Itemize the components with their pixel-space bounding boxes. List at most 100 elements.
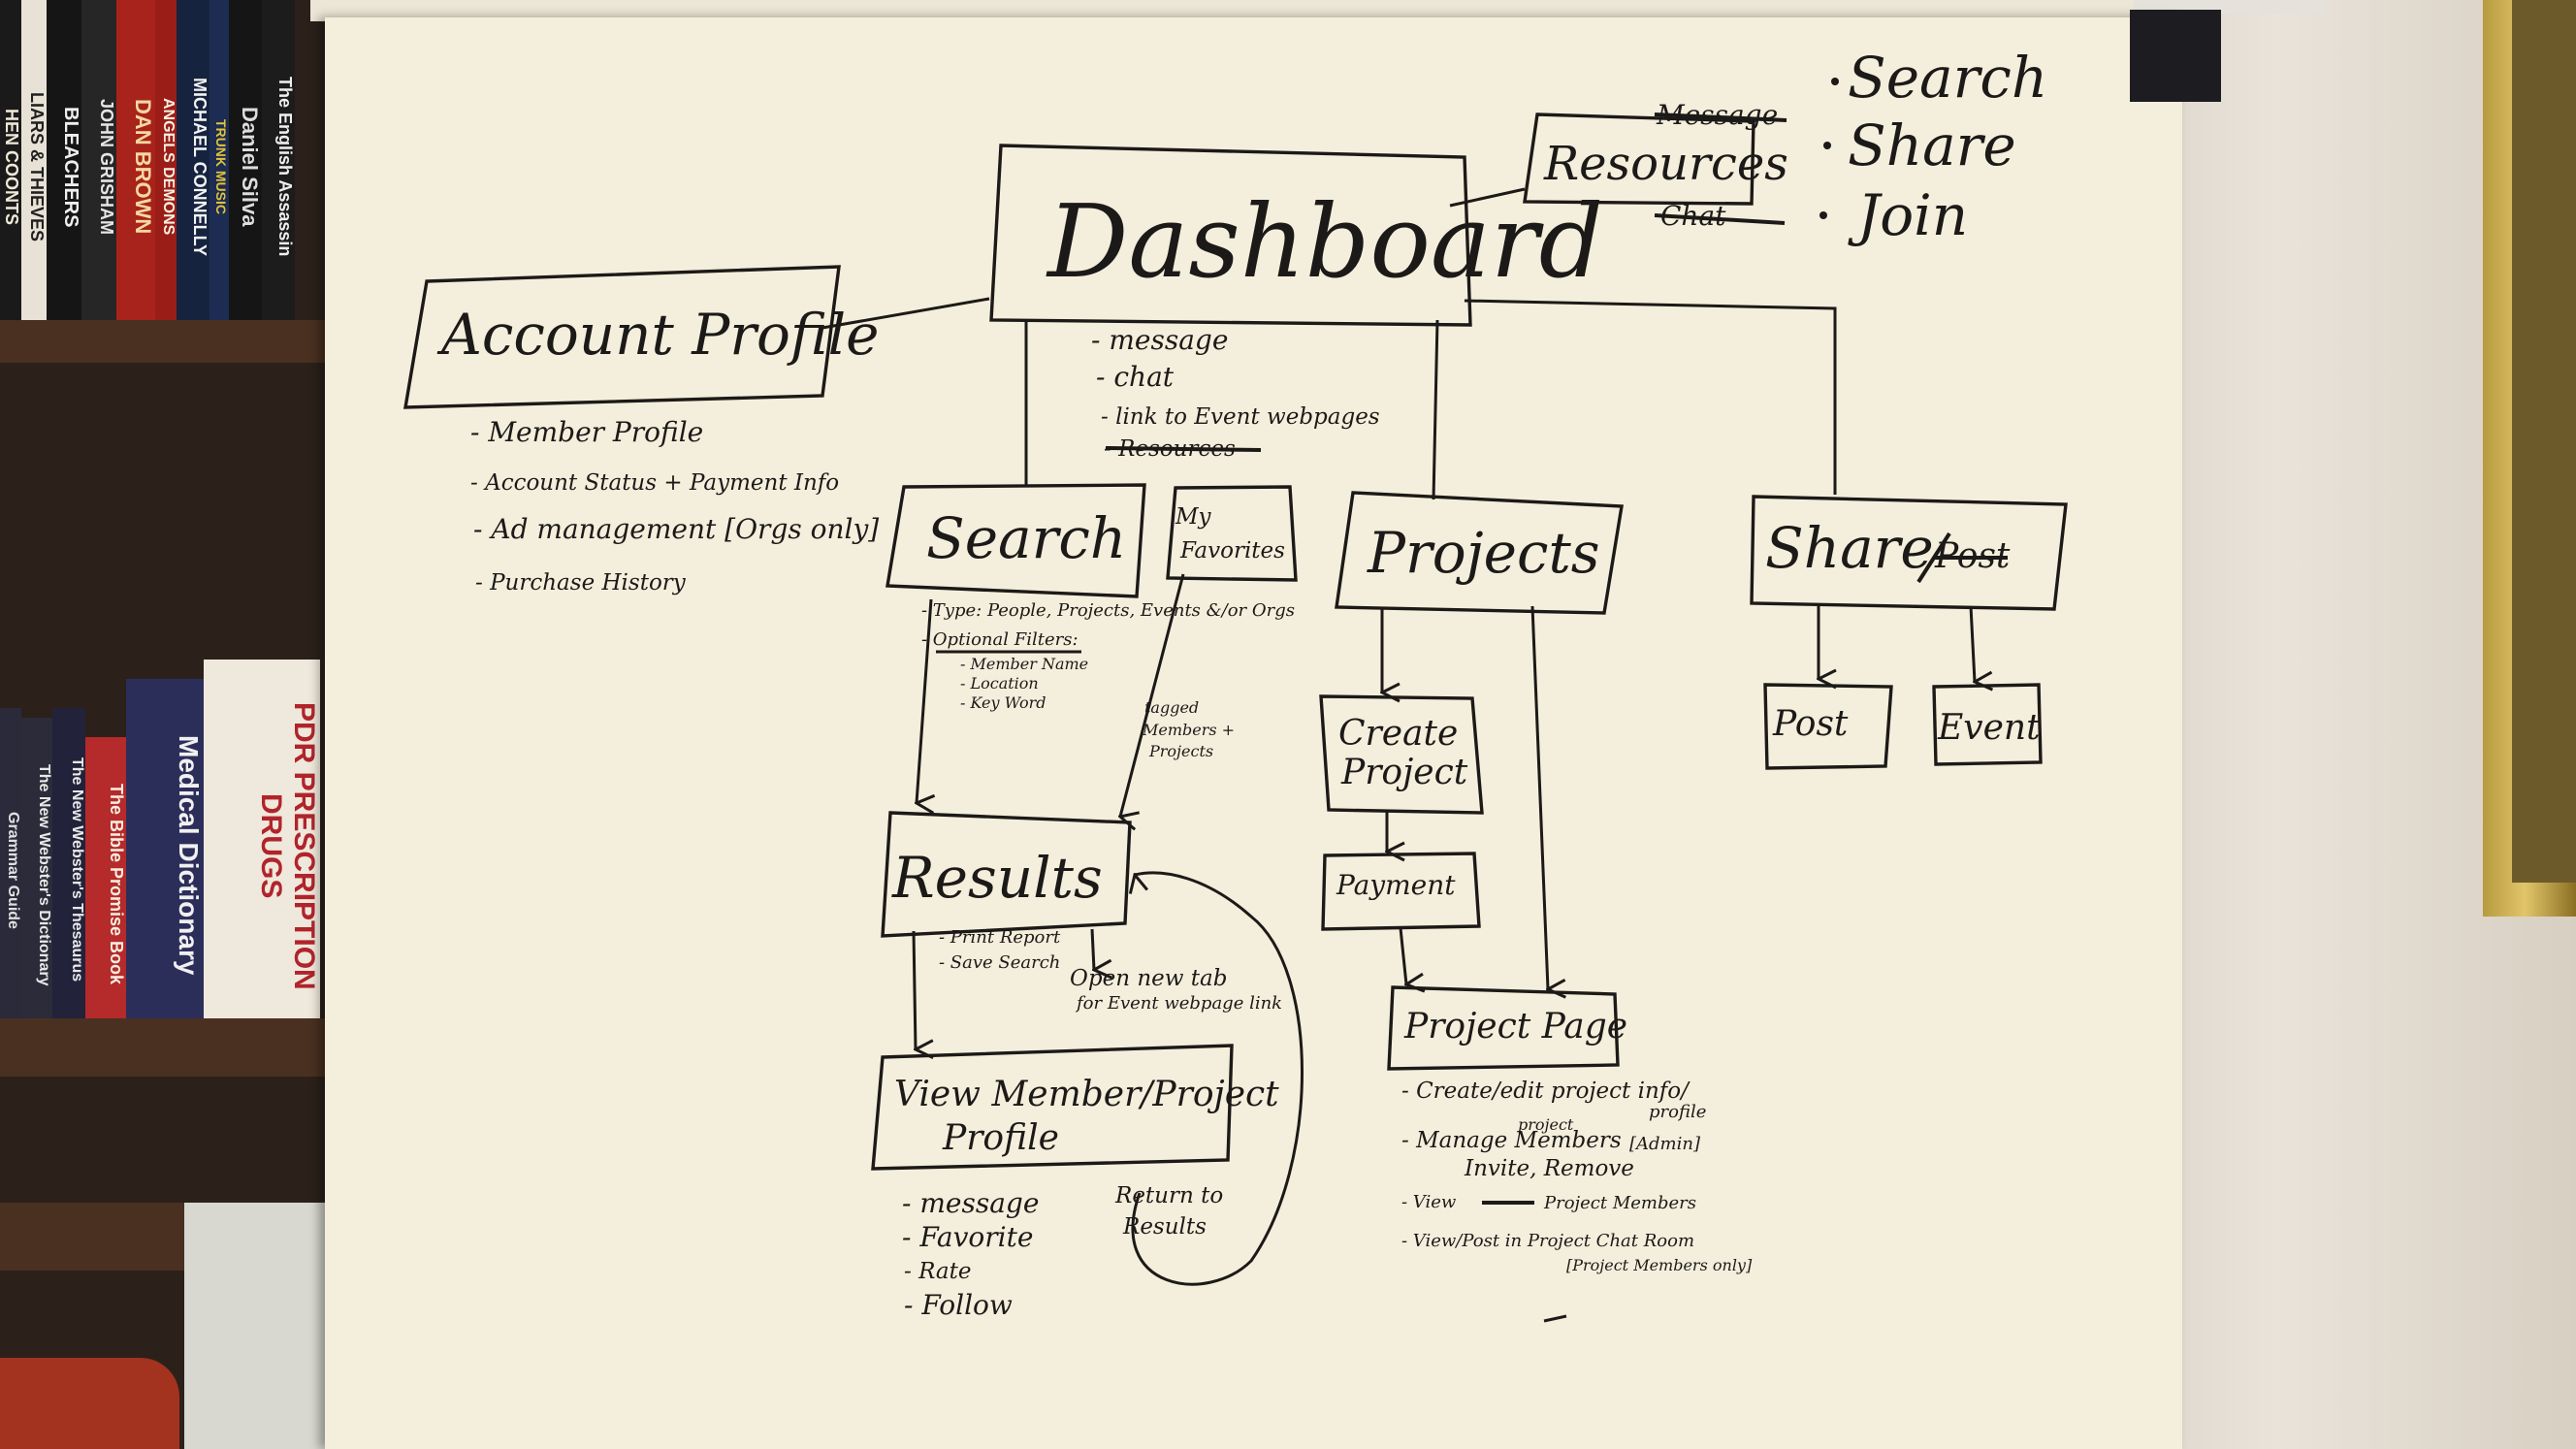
view-profile-label-line2: Profile [942, 1118, 1059, 1158]
search-type-note: - Type: People, Projects, Events &/or Or… [921, 600, 1295, 621]
shelf-board [0, 320, 335, 363]
bullet-icon [1831, 78, 1839, 85]
post-strikeout [1916, 531, 1951, 584]
project-page-note: Project Members [1543, 1193, 1696, 1213]
book: JOHN GRISHAM [81, 0, 116, 320]
share-label: Share [1765, 515, 1934, 581]
edge-dashboard-resources [1449, 187, 1526, 208]
book: Grammar Guide [0, 708, 21, 1018]
flipchart-paper [325, 17, 2182, 1449]
bullet-icon [1819, 211, 1827, 219]
payment-box[interactable] [1321, 852, 1481, 931]
account-profile-label: Account Profile [436, 302, 879, 368]
flipchart-clip [2130, 10, 2221, 102]
project-page-label: Project Page [1403, 1007, 1627, 1046]
book: MICHAEL CONNELLY [177, 0, 209, 320]
projects-label: Projects [1367, 520, 1600, 586]
payment-label: Payment [1336, 869, 1456, 901]
profile-note: - message [902, 1187, 1039, 1219]
project-page-note: profile [1649, 1102, 1706, 1122]
book: PDR PRESCRIPTION DRUGS [204, 660, 320, 1018]
edge-search-results [917, 598, 931, 803]
book [184, 1203, 335, 1449]
edge-share-event [1969, 605, 1975, 682]
account-note: - Ad management [Orgs only] [473, 513, 879, 545]
edge-favorites-results [1120, 573, 1185, 817]
search-filters-heading: - Optional Filters: [921, 629, 1079, 650]
book: LIARS & THIEVES [21, 0, 47, 320]
chat-strikeout [1654, 213, 1786, 225]
favorites-note: Projects [1148, 742, 1213, 760]
resources-box[interactable] [1523, 113, 1755, 206]
favorites-note: tagged [1144, 698, 1199, 717]
results-box[interactable] [881, 811, 1132, 938]
post-box[interactable] [1763, 683, 1893, 770]
edge-payment-page [1399, 927, 1406, 984]
book: The Bible Promise Book [85, 737, 126, 1018]
account-note: - Purchase History [475, 570, 687, 596]
open-tab-note: for Event webpage link [1075, 993, 1282, 1014]
stray-mark [1543, 1314, 1567, 1323]
book: HEN COONTS [0, 0, 21, 320]
edge-profile-return-loop [1133, 871, 1304, 1286]
share-post-box[interactable] [1750, 495, 2068, 611]
resources-note-strikeout [1105, 446, 1262, 452]
create-project-label-line2: Project [1340, 753, 1468, 792]
edges [821, 187, 1975, 1286]
resources-item-share: Share [1848, 113, 2016, 178]
my-favorites-box[interactable] [1166, 485, 1298, 582]
search-filter-item: - Location [960, 674, 1039, 692]
dashboard-note: - message [1091, 324, 1228, 356]
book: DAN BROWN [116, 0, 155, 320]
profile-note: - Rate [904, 1259, 972, 1284]
results-label: Results [891, 845, 1103, 911]
dashboard-note: - chat [1096, 361, 1175, 393]
book: The English Assassin [262, 0, 295, 320]
results-note: - Print Report [939, 927, 1061, 948]
book: TRUNK MUSIC [209, 0, 229, 320]
dashboard-label: Dashboard [1046, 182, 1603, 301]
project-page-note: - View [1401, 1192, 1457, 1212]
event-box[interactable] [1932, 683, 2043, 766]
book: The New Webster's Thesaurus [52, 708, 85, 1018]
search-filter-item: - Key Word [960, 693, 1046, 712]
view-profile-box[interactable] [871, 1044, 1234, 1171]
book: BLEACHERS [47, 0, 81, 320]
profile-note: - Favorite [902, 1221, 1033, 1253]
book: Medical Dictionary [126, 679, 204, 1018]
account-profile-box[interactable] [402, 265, 841, 409]
edge-projects-page [1530, 605, 1548, 989]
message-strikeout [1654, 113, 1787, 122]
view-profile-label-line1: View Member/Project [894, 1075, 1279, 1114]
project-page-note: project [1518, 1115, 1574, 1134]
create-project-box[interactable] [1319, 694, 1484, 815]
edge-dashboard-projects [1432, 319, 1439, 500]
projects-box[interactable] [1335, 491, 1624, 615]
project-page-box[interactable] [1387, 985, 1620, 1071]
search-label: Search [926, 505, 1126, 571]
edge-dashboard-share [1464, 299, 1837, 495]
event-label: Event [1937, 708, 2041, 748]
favorites-note: Members + [1142, 721, 1235, 739]
bullet-icon [1823, 142, 1831, 149]
post-label: Post [1772, 704, 1849, 744]
edge-results-opentab [1090, 928, 1094, 970]
resources-label: Resources [1543, 137, 1788, 191]
return-note: Return to [1114, 1183, 1223, 1208]
red-mug [0, 1358, 179, 1449]
search-box[interactable] [886, 483, 1146, 598]
book: Daniel Silva [229, 0, 262, 320]
dashboard-box[interactable] [989, 144, 1472, 327]
edge-account-dashboard [821, 297, 990, 330]
my-favorites-label-line2: Favorites [1179, 538, 1285, 564]
profile-note: - Follow [904, 1289, 1013, 1321]
account-note: - Member Profile [470, 416, 703, 448]
project-page-note: [Project Members only] [1566, 1256, 1753, 1274]
search-filter-item: - Member Name [960, 655, 1088, 673]
dashboard-note: - link to Event webpages [1101, 404, 1380, 430]
project-page-note: [Admin] [1629, 1134, 1701, 1154]
project-page-note: - Manage Members [1401, 1128, 1622, 1153]
bookshelf: HEN COONTS LIARS & THIEVES BLEACHERS JOH… [0, 0, 335, 1449]
book: ANGELS DEMONS [155, 0, 177, 320]
